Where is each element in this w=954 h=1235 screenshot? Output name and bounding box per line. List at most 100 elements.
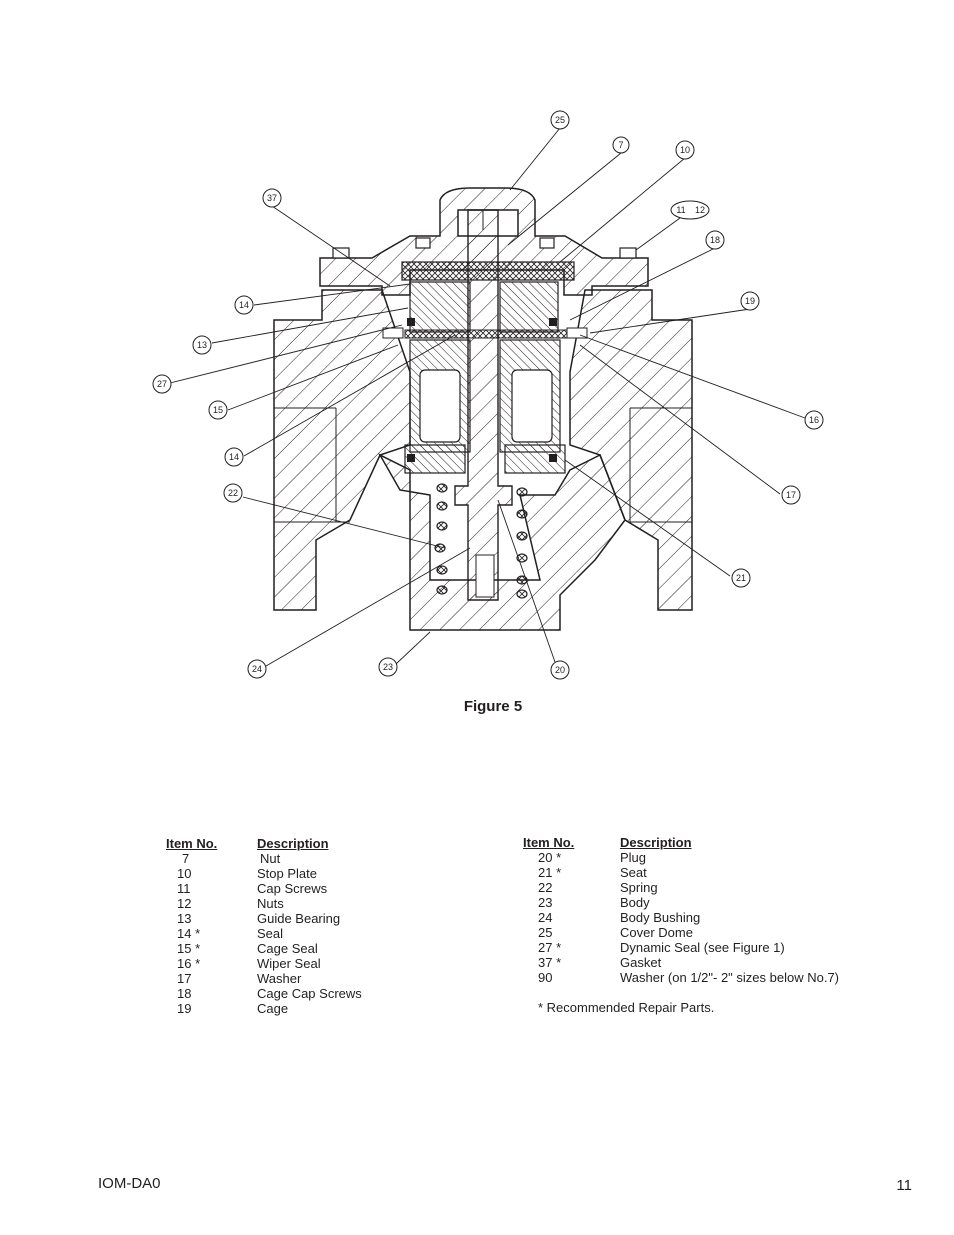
callout-10: 10 bbox=[680, 145, 690, 155]
seals bbox=[407, 318, 557, 462]
table-header-row: Item No. Description bbox=[166, 836, 466, 851]
callout-37: 37 bbox=[267, 193, 277, 203]
item-desc: Seat bbox=[620, 865, 647, 880]
callout-23: 23 bbox=[383, 662, 393, 672]
item-no: 27 * bbox=[538, 940, 562, 955]
table-row: 13 Guide Bearing bbox=[166, 911, 466, 926]
callout-18: 18 bbox=[710, 235, 720, 245]
callout-14-upper: 14 bbox=[239, 300, 249, 310]
valve-cross-section-drawing: 25 7 10 37 11 12 18 19 14 13 27 15 16 14… bbox=[152, 110, 824, 680]
leader-lines bbox=[169, 127, 806, 667]
callout-22: 22 bbox=[228, 488, 238, 498]
table-row: 90 Washer (on 1/2"- 2" sizes below No.7) bbox=[523, 970, 883, 985]
figure-caption: Figure 5 bbox=[463, 698, 523, 715]
plug-stem bbox=[454, 209, 513, 601]
callout-13: 13 bbox=[197, 340, 207, 350]
item-desc: Plug bbox=[620, 850, 647, 865]
callout-14-lower: 14 bbox=[229, 452, 239, 462]
table-row: 19 Cage bbox=[166, 1001, 466, 1016]
table-row: 10 Stop Plate bbox=[166, 866, 466, 881]
flange-lines bbox=[274, 407, 692, 523]
item-desc: Stop Plate bbox=[257, 866, 317, 881]
item-desc: Body bbox=[620, 895, 650, 910]
item-no: 15 * bbox=[177, 941, 201, 956]
item-no: 10 bbox=[177, 866, 192, 881]
item-desc: Seal bbox=[257, 926, 284, 941]
table-row: 20 * Plug bbox=[523, 850, 883, 865]
callout-16: 16 bbox=[809, 415, 819, 425]
table-row: 37 * Gasket bbox=[523, 955, 883, 970]
item-desc: Spring bbox=[620, 880, 658, 895]
item-no: 14 * bbox=[177, 926, 201, 941]
item-no: 25 bbox=[538, 925, 553, 940]
callout-labels: 25 7 10 37 11 12 18 19 14 13 27 15 16 14… bbox=[157, 115, 819, 675]
item-desc: Cage Cap Screws bbox=[257, 986, 362, 1001]
item-desc: Guide Bearing bbox=[257, 911, 341, 926]
header-item-no: Item No. bbox=[166, 836, 218, 851]
plug-bore bbox=[475, 554, 495, 598]
item-desc: Body Bushing bbox=[620, 910, 701, 925]
item-no: 13 bbox=[177, 911, 192, 926]
callout-25: 25 bbox=[555, 115, 565, 125]
parts-table-left: Item No. Description 7 Nut 10 Stop Plate 1… bbox=[166, 836, 466, 1016]
table-row: 14 * Seal bbox=[166, 926, 466, 941]
table-row: 11 Cap Screws bbox=[166, 881, 466, 896]
table-row: 27 * Dynamic Seal (see Figure 1) bbox=[523, 940, 883, 955]
wiper-seal bbox=[382, 327, 588, 339]
item-no: 18 bbox=[177, 986, 192, 1001]
callout-21: 21 bbox=[736, 573, 746, 583]
item-desc: Dynamic Seal (see Figure 1) bbox=[620, 940, 785, 955]
cage bbox=[409, 339, 561, 453]
item-no: 17 bbox=[177, 971, 192, 986]
item-desc: Nuts bbox=[257, 896, 284, 911]
item-no: 37 * bbox=[538, 955, 562, 970]
seat bbox=[404, 444, 566, 474]
table-row: 22 Spring bbox=[523, 880, 883, 895]
item-no: 90 bbox=[538, 970, 553, 985]
table-row: 15 * Cage Seal bbox=[166, 941, 466, 956]
item-no: 16 * bbox=[177, 956, 201, 971]
callout-17: 17 bbox=[786, 490, 796, 500]
item-no: 22 bbox=[538, 880, 553, 895]
item-desc: Cover Dome bbox=[620, 925, 693, 940]
callout-11: 11 bbox=[676, 205, 685, 215]
item-desc: Wiper Seal bbox=[257, 956, 321, 971]
item-no: 20 * bbox=[538, 850, 562, 865]
item-desc: Nut bbox=[260, 851, 281, 866]
item-no: 11 bbox=[177, 881, 191, 896]
footer-doc-id: IOM-DA0 bbox=[98, 1175, 161, 1192]
item-no: 12 bbox=[177, 896, 192, 911]
item-no: 19 bbox=[177, 1001, 192, 1016]
table-row: 21 * Seat bbox=[523, 865, 883, 880]
table-row: 12 Nuts bbox=[166, 896, 466, 911]
callout-24: 24 bbox=[252, 664, 262, 674]
header-item-no: Item No. bbox=[523, 835, 575, 850]
item-desc: Cage bbox=[257, 1001, 289, 1016]
parts-table-right: Item No. Description 20 * Plug 21 * Seat 2… bbox=[523, 835, 883, 985]
table-row: 7 Nut bbox=[166, 851, 466, 866]
table-row: 25 Cover Dome bbox=[523, 925, 883, 940]
item-desc: Washer (on 1/2"- 2" sizes below No.7) bbox=[620, 970, 840, 985]
callout-15: 15 bbox=[213, 405, 223, 415]
table-row: 17 Washer bbox=[166, 971, 466, 986]
callout-12: 12 bbox=[695, 205, 705, 215]
item-desc: Cage Seal bbox=[257, 941, 318, 956]
callout-27: 27 bbox=[157, 379, 167, 389]
table-row: 24 Body Bushing bbox=[523, 910, 883, 925]
table-header-row: Item No. Description bbox=[523, 835, 883, 850]
item-no: 24 bbox=[538, 910, 553, 925]
callout-19: 19 bbox=[745, 296, 755, 306]
item-no: 7 bbox=[182, 851, 190, 866]
footnote-recommended-parts: * Recommended Repair Parts. bbox=[538, 1000, 715, 1015]
table-row: 16 * Wiper Seal bbox=[166, 956, 466, 971]
item-desc: Washer bbox=[257, 971, 302, 986]
footer-page-number: 11 bbox=[896, 1177, 912, 1194]
item-no: 23 bbox=[538, 895, 553, 910]
callout-7: 7 bbox=[618, 140, 623, 150]
item-desc: Gasket bbox=[620, 955, 662, 970]
item-desc: Cap Screws bbox=[257, 881, 328, 896]
header-description: Description bbox=[620, 835, 692, 850]
table-row: 18 Cage Cap Screws bbox=[166, 986, 466, 1001]
callout-20: 20 bbox=[555, 665, 565, 675]
item-no: 21 * bbox=[538, 865, 562, 880]
